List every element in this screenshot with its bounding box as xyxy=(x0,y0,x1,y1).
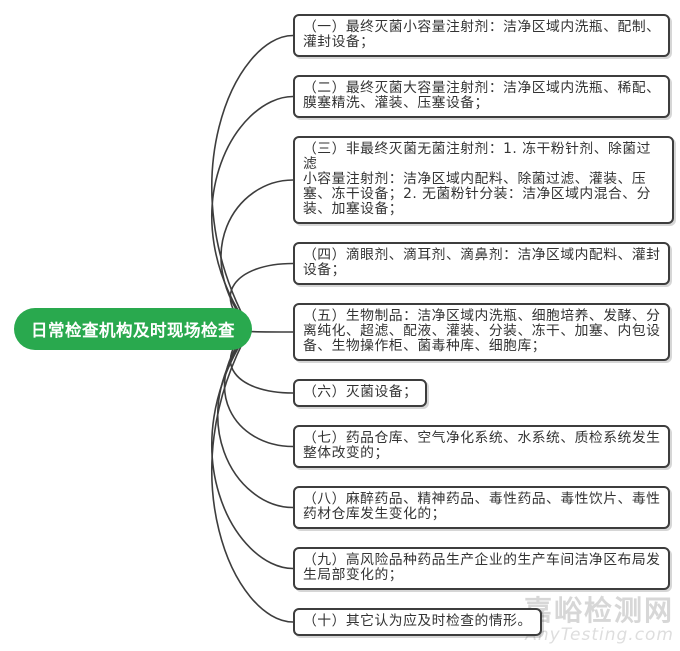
branch-node-2[interactable]: （二）最终灭菌大容量注射剂：洁净区域内洗瓶、稀配、 膜塞精洗、灌装、压塞设备； xyxy=(293,75,671,118)
branch-node-6[interactable]: （六）灭菌设备； xyxy=(293,379,428,407)
branch-node-7[interactable]: （七）药品仓库、空气净化系统、水系统、质检系统发生 整体改变的； xyxy=(293,425,671,468)
branch-node-3[interactable]: （三）非最终灭菌无菌注射剂：1. 冻干粉针剂、除菌过滤 小容量注射剂：洁净区域内… xyxy=(293,136,674,224)
watermark: 嘉峪检测网 AnyTesting.com xyxy=(524,596,674,645)
central-topic[interactable]: 日常检查机构及时现场检查 xyxy=(14,308,252,350)
watermark-en-text: AnyTesting.com xyxy=(525,625,674,645)
branch-node-4[interactable]: （四）滴眼剂、滴耳剂、滴鼻剂：洁净区域内配料、灌封 设备； xyxy=(293,242,671,285)
branch-node-9[interactable]: （九）高风险品种药品生产企业的生产车间洁净区布局发 生局部变化的； xyxy=(293,547,671,590)
branch-node-1[interactable]: （一）最终灭菌小容量注射剂：洁净区域内洗瓶、配制、 灌封设备； xyxy=(293,14,671,57)
branch-node-8[interactable]: （八）麻醉药品、精神药品、毒性药品、毒性饮片、毒性 药材仓库发生变化的； xyxy=(293,486,671,529)
watermark-cn-text: 嘉峪检测网 xyxy=(523,594,674,627)
branch-node-5[interactable]: （五）生物制品：洁净区域内洗瓶、细胞培养、发酵、分 离纯化、超滤、配液、灌装、分… xyxy=(293,303,671,361)
branch-node-10[interactable]: （十）其它认为应及时检查的情形。 xyxy=(293,608,542,636)
branch-list: （一）最终灭菌小容量注射剂：洁净区域内洗瓶、配制、 灌封设备； （二）最终灭菌大… xyxy=(293,14,674,636)
